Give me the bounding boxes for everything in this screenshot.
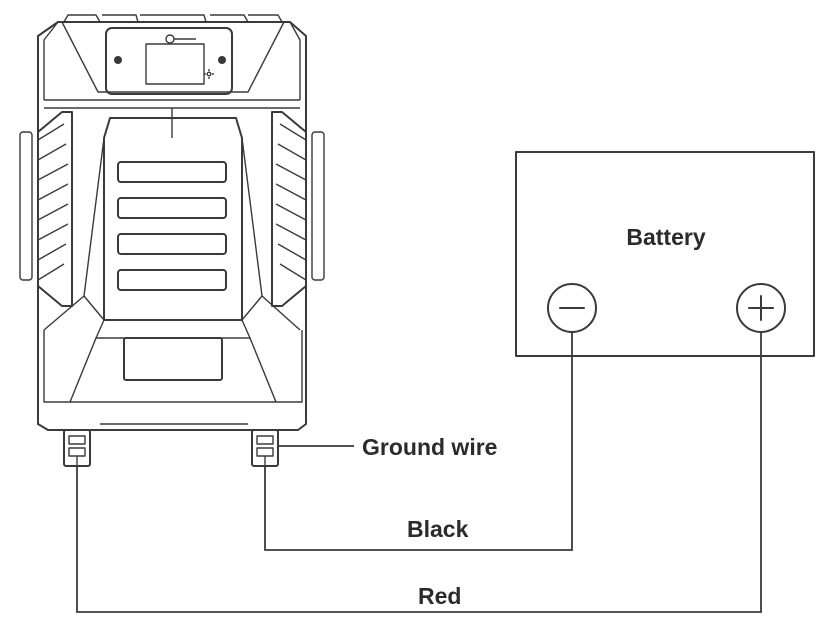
battery-box xyxy=(515,151,815,357)
black-wire-label: Black xyxy=(407,516,469,542)
black-output-connector xyxy=(251,429,279,467)
black-wire xyxy=(264,332,573,551)
minus-circle-icon xyxy=(547,283,597,333)
label-plate xyxy=(123,337,223,381)
red-wire-label: Red xyxy=(418,583,462,609)
red-output-connector xyxy=(63,429,91,467)
sun-icon xyxy=(204,69,214,79)
right-side-grille xyxy=(271,111,325,307)
red-wire xyxy=(76,332,762,613)
front-vent-slots xyxy=(117,161,227,291)
display-panel xyxy=(105,27,233,95)
charger-device xyxy=(19,14,325,467)
plus-circle-icon xyxy=(736,283,786,333)
indicator-led xyxy=(165,34,175,44)
ground-wire-label: Ground wire xyxy=(362,434,498,460)
screw-left xyxy=(114,56,122,64)
battery-label: Battery xyxy=(626,224,706,250)
display-screen xyxy=(145,43,205,85)
left-side-grille xyxy=(19,111,73,307)
screw-right xyxy=(218,56,226,64)
